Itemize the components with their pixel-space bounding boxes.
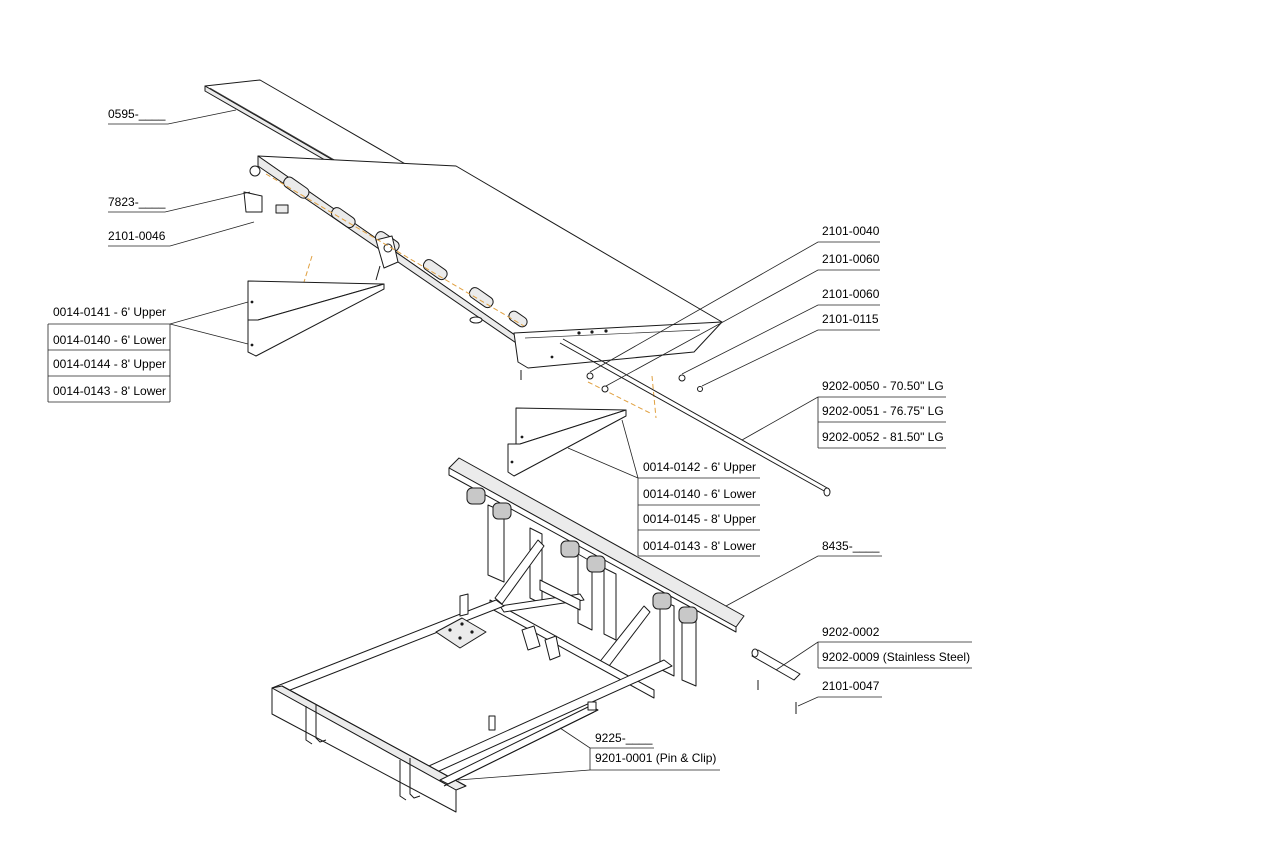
assembly-lines xyxy=(265,173,657,419)
callout-lip-clip: 2101-0046 xyxy=(108,229,166,243)
callout-short-pin-1: 9202-0002 xyxy=(822,625,880,639)
callout-maintenance-strut: 9225-____ xyxy=(595,731,653,745)
callout-left-gusset-2: 0014-0140 - 6' Lower xyxy=(53,333,166,347)
callout-lip-plate: 0595-____ xyxy=(108,107,166,121)
deck-hinge-lug xyxy=(375,235,399,281)
left-gusset-plates xyxy=(247,280,385,357)
callout-hardware-3: 2101-0060 xyxy=(822,287,880,301)
long-hinge-pin xyxy=(559,338,831,497)
short-pin xyxy=(751,648,801,681)
callout-frame: 8435-____ xyxy=(822,539,880,553)
deck-assembly xyxy=(243,155,723,380)
callout-labels: 0595-____ 7823-____ 2101-0046 0014-0141 … xyxy=(53,107,970,765)
callout-right-gusset-1: 0014-0142 - 6' Upper xyxy=(643,460,756,474)
callout-hinge-pin-2: 9202-0051 - 76.75" LG xyxy=(822,404,944,418)
frame-rollers xyxy=(466,487,698,624)
callout-hinge-pin-1: 9202-0050 - 70.50" LG xyxy=(822,379,944,393)
callout-left-gusset-1: 0014-0141 - 6' Upper xyxy=(53,305,166,319)
callout-pin-and-clip: 9201-0001 (Pin & Clip) xyxy=(595,751,716,765)
callout-right-gusset-3: 0014-0145 - 8' Upper xyxy=(643,512,756,526)
leader-lines xyxy=(47,109,972,781)
callout-cotter-pin: 2101-0047 xyxy=(822,679,880,693)
hinge-hardware xyxy=(586,372,703,393)
callout-short-pin-2: 9202-0009 (Stainless Steel) xyxy=(822,650,970,664)
frame-uprights xyxy=(487,504,697,687)
callout-deck-plate: 7823-____ xyxy=(108,195,166,209)
callout-left-gusset-4: 0014-0143 - 8' Lower xyxy=(53,384,166,398)
base-frame xyxy=(271,457,745,813)
callout-hardware-4: 2101-0115 xyxy=(822,312,879,326)
callout-right-gusset-4: 0014-0143 - 8' Lower xyxy=(643,539,756,553)
callout-right-gusset-2: 0014-0140 - 6' Lower xyxy=(643,487,756,501)
cotter-pin xyxy=(757,680,797,714)
frame-leg-hooks xyxy=(305,704,421,801)
callout-left-gusset-3: 0014-0144 - 8' Upper xyxy=(53,357,166,371)
callout-hardware-2: 2101-0060 xyxy=(822,252,880,266)
maintenance-strut xyxy=(439,701,599,787)
callout-hinge-pin-3: 9202-0052 - 81.50" LG xyxy=(822,430,944,444)
callout-hardware-1: 2101-0040 xyxy=(822,224,880,238)
right-gusset-plates xyxy=(507,407,627,477)
